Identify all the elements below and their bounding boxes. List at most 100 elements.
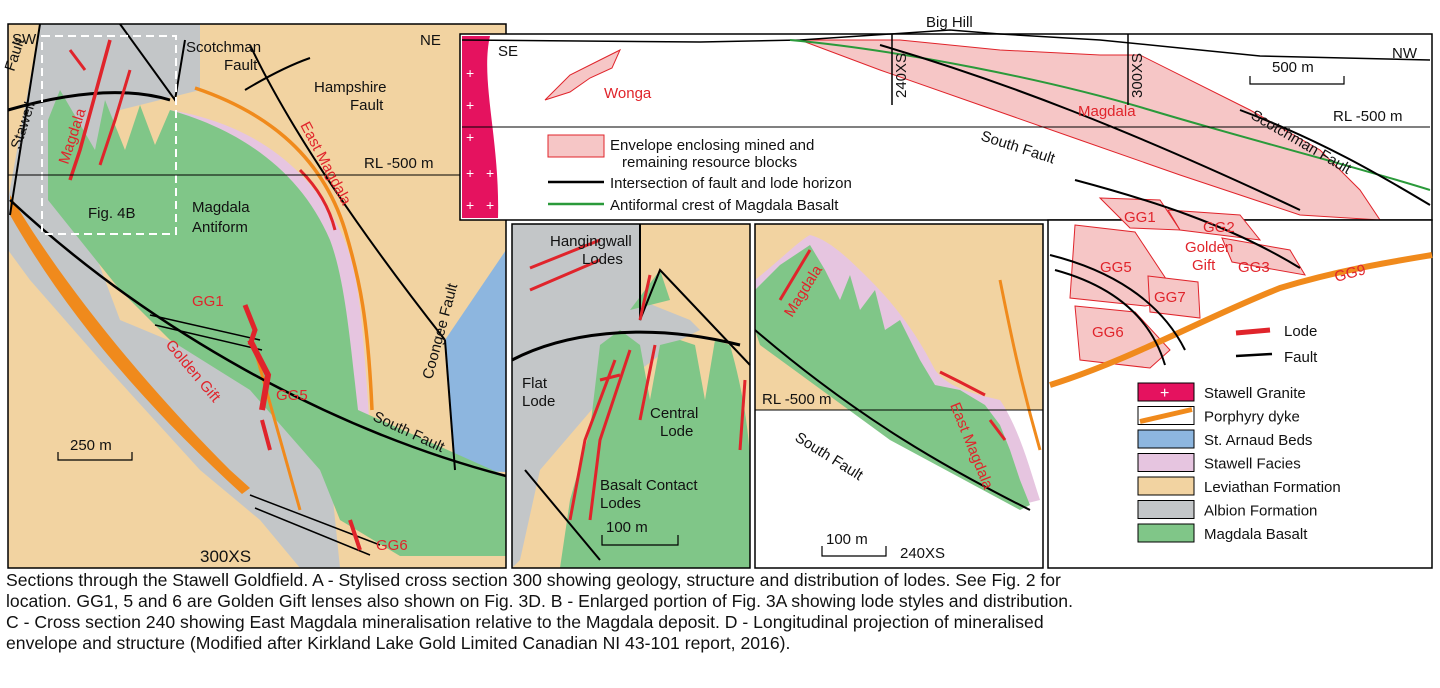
label-key-envelope-1: Envelope enclosing mined and [610, 137, 814, 154]
svg-text:+: + [466, 65, 474, 81]
label-se: SE [498, 43, 518, 60]
magdala-basalt-c [755, 245, 1030, 510]
label-flat-2: Lode [522, 393, 555, 410]
porphyry-dyke-d [1049, 252, 1433, 388]
label-key-envelope-2: remaining resource blocks [622, 154, 797, 171]
central-lode [638, 344, 657, 421]
label-hampshire-1: Hampshire [314, 79, 387, 96]
label-scale-b: 100 m [606, 519, 648, 536]
legend-swatch-albion-formation [1137, 500, 1195, 519]
label-xs240: 240XS [893, 53, 910, 98]
magdala-basalt-b [560, 330, 750, 568]
antiform-fault-b [511, 330, 741, 362]
label-section-240: 240XS [900, 545, 945, 562]
panel-d-golden-gift: GG1 GG2 GG3 GG5 GG7 GG6 GG9 Golden Gift … [1047, 179, 1433, 569]
south-fault-line-d [879, 44, 1301, 211]
label-fig4b: Fig. 4B [88, 205, 136, 222]
minor-fault-1 [149, 314, 261, 341]
coongee-fault-line [444, 339, 456, 471]
label-scotchman-2: Fault [224, 57, 258, 74]
legend-label-porphyry-dyke: Porphyry dyke [1204, 409, 1300, 426]
fault-d-1 [1074, 179, 1301, 269]
coongee-fault-west [249, 44, 446, 341]
legend-swatch-magdala-basalt [1137, 523, 1195, 543]
label-antiform-2: Antiform [192, 219, 248, 236]
caption-line-2: location. GG1, 5 and 6 are Golden Gift l… [6, 591, 1073, 611]
label-basalt-2: Lodes [600, 495, 641, 512]
gg5-lode-lower [260, 419, 272, 451]
fault-d-3 [1054, 269, 1166, 366]
label-golden-2: Gift [1192, 257, 1216, 274]
legend-label-magdala-basalt: Magdala Basalt [1204, 526, 1308, 543]
gg3-envelope [1221, 237, 1306, 276]
porphyry-dyke-centre [253, 349, 302, 511]
key-envelope-swatch [547, 134, 605, 158]
magdala-lode-2 [98, 69, 132, 166]
panel-b-frame [511, 223, 751, 569]
porphyry-dyke-east [194, 86, 374, 411]
geology-figure: SW NE Fault Stawell Scotchman Fault Hamp… [2, 14, 1433, 569]
label-rl-a: RL -500 m [364, 155, 433, 172]
caption-line-4: envelope and structure (Modified after K… [6, 633, 791, 653]
scotchman-fault-line-d [1239, 109, 1431, 206]
label-central-2: Lode [660, 423, 693, 440]
basalt-contact-lode-3 [738, 379, 747, 451]
label-lode-key: Lode [1284, 323, 1317, 340]
label-section-300: 300XS [200, 547, 251, 566]
magdala-lode-3 [68, 49, 87, 71]
label-gg1-d: GG1 [1124, 209, 1156, 226]
stawell-fault-line [9, 23, 41, 216]
minor-fault-2 [154, 324, 263, 351]
key-lode-swatch [1235, 327, 1271, 336]
porphyry-dyke-c [998, 279, 1042, 451]
label-rl-d: RL -500 m [1333, 108, 1402, 125]
label-hampshire-2: Fault [350, 97, 384, 114]
antiform-crest-line [789, 39, 1431, 191]
legend-swatch-leviathan-formation [1137, 476, 1195, 496]
scale-bar-d [1249, 76, 1345, 85]
legend-label-albion-formation: Albion Formation [1204, 503, 1317, 520]
south-fault-line-c [754, 329, 1031, 511]
hangingwall-lode-3 [638, 274, 652, 321]
scale-bar-b [601, 535, 679, 546]
svg-text:+: + [466, 129, 474, 145]
caption-line-3: C - Cross section 240 showing East Magda… [6, 612, 1044, 632]
label-gg2-d: GG2 [1203, 219, 1235, 236]
label-scotchman-1: Scotchman [186, 39, 261, 56]
scale-bar-c [821, 546, 887, 557]
gg6-lode [348, 519, 362, 551]
label-big-hill: Big Hill [926, 14, 973, 31]
fault-b-lower [524, 469, 601, 561]
panel-c-frame [754, 223, 1044, 569]
label-wonga: Wonga [604, 85, 652, 102]
label-golden-1: Golden [1185, 239, 1233, 256]
wonga-envelope [544, 48, 622, 101]
svg-text:+: + [466, 97, 474, 113]
antiform-crest-fault [7, 91, 171, 112]
label-gg5-a: GG5 [276, 387, 308, 404]
fault-d-2 [1049, 254, 1186, 351]
caption-line-1: Sections through the Stawell Goldfield. … [6, 570, 1061, 590]
legend-label-stawell-facies: Stawell Facies [1204, 456, 1301, 473]
panel-a: SW NE Fault Stawell Scotchman Fault Hamp… [2, 23, 507, 569]
surface-line [461, 29, 1431, 61]
label-gg1-a: GG1 [192, 293, 224, 310]
legend-porphyry-line [1139, 407, 1193, 424]
panel-b: Hangingwall Lodes Flat Lode Central Lode… [511, 223, 751, 569]
label-rl-c: RL -500 m [762, 391, 831, 408]
label-gg7-d: GG7 [1154, 289, 1186, 306]
hangingwall-lode-1 [529, 238, 601, 270]
svg-text:+: + [486, 165, 494, 181]
panel-a-frame [7, 23, 507, 569]
basalt-contact-lode-1 [568, 359, 617, 521]
hampshire-fault-line [244, 57, 311, 91]
figure-caption: Sections through the Stawell Goldfield. … [6, 570, 1436, 654]
hangingwall-lode-2 [529, 258, 601, 292]
gg7-envelope [1147, 275, 1201, 319]
label-gg3-d: GG3 [1238, 259, 1270, 276]
label-key-crest: Antiformal crest of Magdala Basalt [610, 197, 839, 214]
legend-swatch-st-arnaud-beds [1137, 429, 1195, 449]
gg6-envelope [1074, 305, 1171, 369]
label-central-1: Central [650, 405, 698, 422]
